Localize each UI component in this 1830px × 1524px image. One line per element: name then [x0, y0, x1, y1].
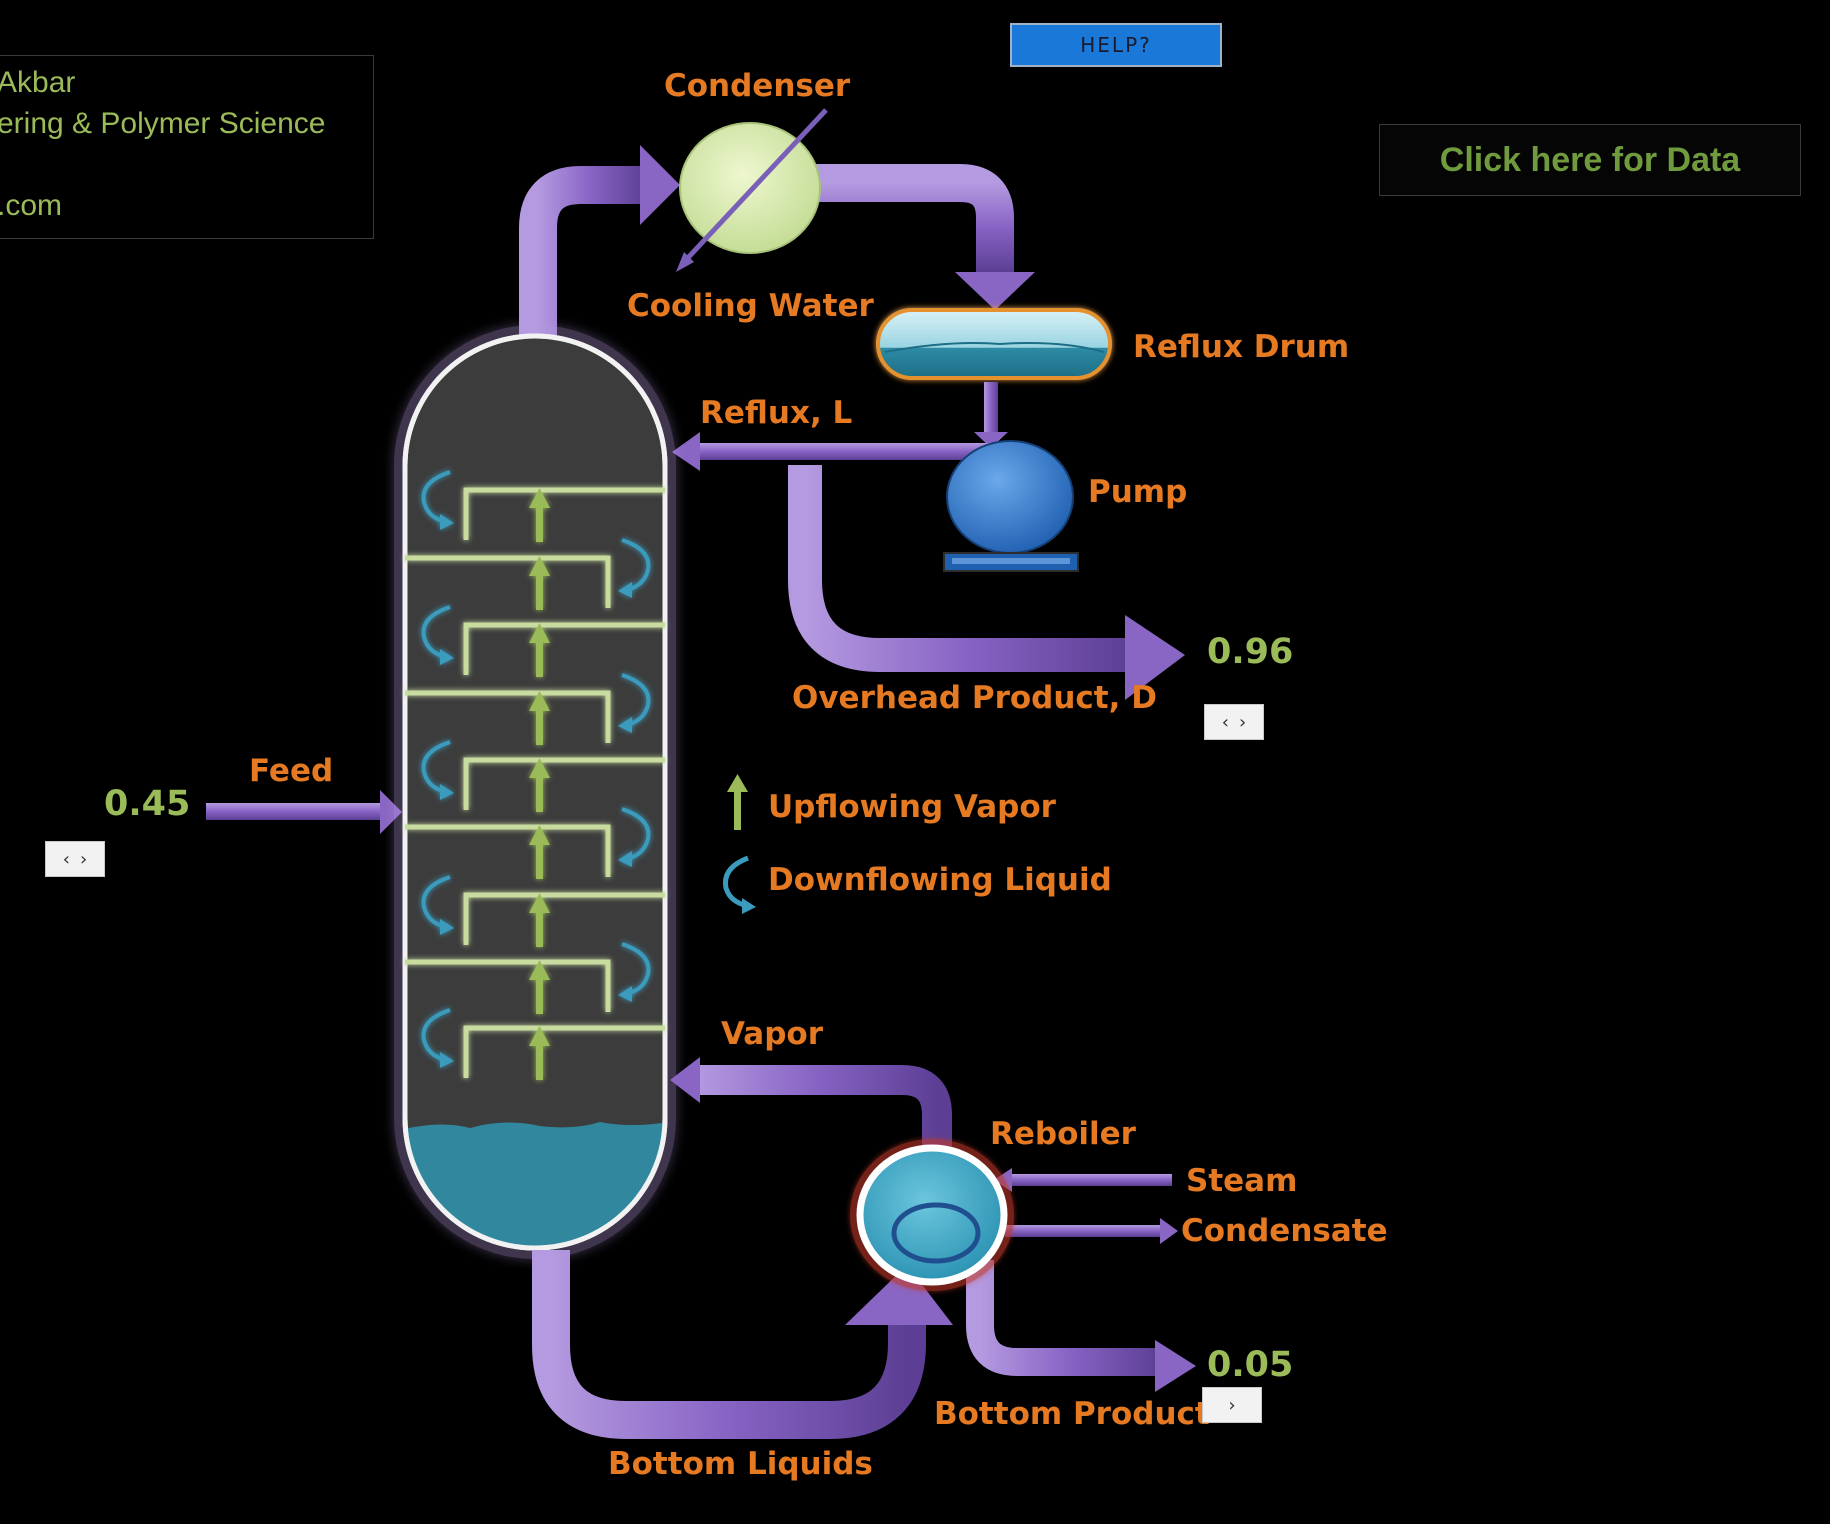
info-line-1: Akbar: [0, 66, 76, 99]
upflowing-vapor-icon: [529, 1026, 550, 1046]
feed-value: 0.45: [104, 784, 191, 824]
upflowing-vapor-icon: [536, 776, 543, 812]
downflowing-liquid-icon: [621, 673, 651, 727]
bottom-product-label: Bottom Product: [934, 1396, 1210, 1432]
bottom-spinner[interactable]: ›: [1202, 1387, 1262, 1423]
spinner-increment-icon[interactable]: ›: [1228, 1394, 1236, 1416]
upflowing-vapor-icon: [529, 960, 550, 980]
tray-plate: [463, 1025, 665, 1078]
reboiler-label: Reboiler: [990, 1116, 1136, 1152]
overhead-product-label: Overhead Product, D: [792, 680, 1157, 716]
overhead-product-pipe: [788, 465, 1185, 700]
tray-plate: [405, 555, 611, 608]
spinner-decrement-icon[interactable]: ‹: [1221, 711, 1229, 733]
downflowing-liquid-icon: [621, 538, 651, 592]
help-button[interactable]: HELP?: [1010, 23, 1222, 67]
bottom-liquids-label: Bottom Liquids: [608, 1446, 873, 1482]
feed-pipe: [206, 790, 402, 834]
vapor-return-pipe: [670, 1057, 952, 1160]
upflowing-vapor-icon: [536, 911, 543, 947]
downflowing-liquid-icon: [440, 919, 454, 935]
reflux-label: Reflux, L: [700, 395, 853, 431]
downflowing-liquid-label: Downflowing Liquid: [768, 862, 1112, 898]
reboiler: [850, 1139, 1014, 1291]
downflowing-liquid-icon: [421, 875, 451, 929]
pump-label: Pump: [1088, 474, 1188, 510]
condensate-line: [1005, 1218, 1178, 1244]
tray-plate: [463, 487, 665, 540]
condenser-outlet-pipe: [815, 164, 1035, 310]
condenser: [676, 108, 828, 272]
downflowing-liquid-icon: [440, 784, 454, 800]
tray-plate: [463, 757, 665, 810]
downflowing-liquid-icon: [440, 514, 454, 530]
downflowing-liquid-icon: [621, 807, 651, 861]
upflowing-vapor-icon: [529, 623, 550, 643]
author-info-box: Akbar ering & Polymer Science .com: [0, 55, 374, 239]
steam-line: [994, 1168, 1172, 1192]
downflowing-liquid-icon: [421, 605, 451, 659]
downflowing-liquid-icon: [421, 1008, 451, 1062]
reflux-pipe: [672, 432, 990, 471]
downflowing-liquid-icon: [618, 851, 632, 867]
tray-plate: [405, 824, 611, 877]
downflowing-liquid-icon: [440, 1052, 454, 1068]
tray-plate: [405, 959, 611, 1012]
upflowing-vapor-icon: [536, 1044, 543, 1080]
bottom-value: 0.05: [1207, 1345, 1294, 1385]
spinner-increment-icon[interactable]: ›: [1239, 711, 1247, 733]
overhead-vapor-pipe: [519, 145, 680, 335]
upflowing-vapor-icon: [536, 843, 543, 879]
cooling-water-label: Cooling Water: [627, 288, 874, 324]
tray-plate: [405, 690, 611, 743]
upflowing-vapor-icon: [536, 574, 543, 610]
downflowing-liquid-icon: [440, 649, 454, 665]
info-line-3: .com: [0, 189, 63, 222]
tray-stack: [405, 470, 665, 1080]
upflowing-vapor-icon: [536, 641, 543, 677]
upflowing-vapor-label: Upflowing Vapor: [768, 789, 1056, 825]
reflux-drum: [876, 308, 1112, 380]
upflowing-vapor-icon: [529, 758, 550, 778]
pump: [943, 440, 1079, 572]
upflowing-vapor-icon: [536, 709, 543, 745]
downflowing-liquid-icon: [618, 717, 632, 733]
steam-label: Steam: [1186, 1163, 1298, 1199]
vapor-label: Vapor: [721, 1016, 823, 1052]
bottom-product-pipe: [966, 1260, 1196, 1392]
drum-to-pump-pipe: [974, 382, 1008, 448]
condenser-label: Condenser: [664, 68, 851, 104]
upflowing-vapor-icon: [529, 825, 550, 845]
spinner-increment-icon[interactable]: ›: [80, 848, 88, 870]
downflowing-liquid-icon: [421, 740, 451, 794]
downflowing-liquid-icon: [618, 582, 632, 598]
upflowing-vapor-icon: [536, 506, 543, 542]
info-line-2: ering & Polymer Science: [0, 107, 326, 140]
tray-plate: [463, 892, 665, 945]
upflowing-vapor-icon: [536, 978, 543, 1014]
bottom-liquids-pipe: [532, 1250, 953, 1439]
downflowing-liquid-icon: [618, 986, 632, 1002]
spinner-decrement-icon[interactable]: ‹: [62, 848, 70, 870]
feed-label: Feed: [249, 753, 334, 789]
tray-plate: [463, 622, 665, 675]
downflowing-liquid-legend-icon: [722, 855, 756, 914]
overhead-spinner[interactable]: ‹ ›: [1204, 704, 1264, 740]
feed-spinner[interactable]: ‹ ›: [45, 841, 105, 877]
overhead-value: 0.96: [1207, 632, 1294, 672]
upflowing-vapor-legend-icon: [727, 774, 748, 830]
upflowing-vapor-icon: [529, 556, 550, 576]
reflux-drum-label: Reflux Drum: [1133, 329, 1350, 365]
upflowing-vapor-icon: [529, 691, 550, 711]
upflowing-vapor-icon: [529, 893, 550, 913]
downflowing-liquid-icon: [621, 942, 651, 996]
data-button[interactable]: Click here for Data: [1379, 124, 1801, 196]
downflowing-liquid-icon: [421, 470, 451, 524]
upflowing-vapor-icon: [529, 488, 550, 508]
condensate-label: Condensate: [1181, 1213, 1388, 1249]
